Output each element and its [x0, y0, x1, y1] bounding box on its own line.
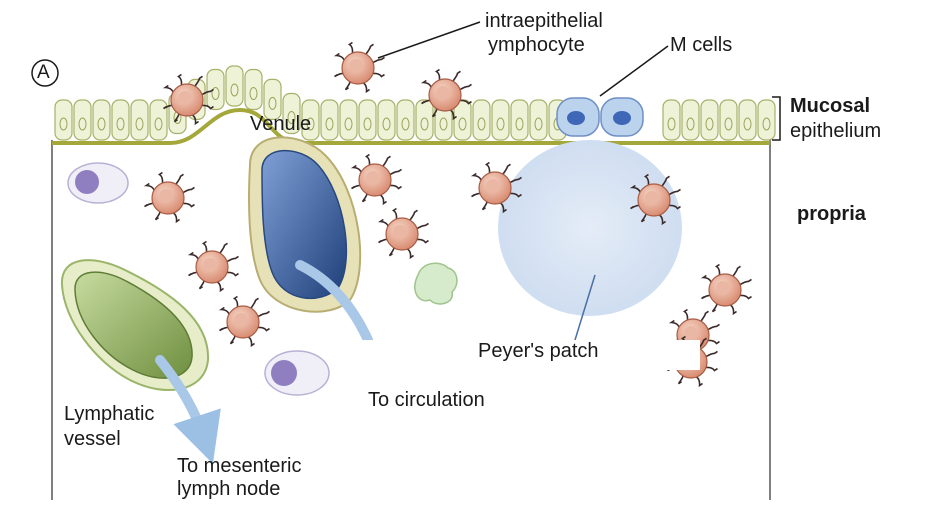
lymphatic-vessel-label-line2: vessel [64, 428, 121, 450]
epithelial-cell [492, 100, 509, 140]
mesenteric-label-line1: To mesenteric [177, 455, 302, 477]
epithelial-cell [112, 100, 129, 140]
green-granulocyte [415, 263, 457, 304]
epithelial-cell [359, 100, 376, 140]
to-circulation-label: To circulation [368, 389, 485, 411]
epithelial-cell [74, 100, 91, 140]
epithelial-cell [663, 100, 680, 140]
macrophage-cell [265, 351, 329, 395]
venule [249, 137, 360, 311]
m-cells-label: M cells [670, 34, 732, 56]
epithelial-cell-layer [55, 66, 775, 140]
epithelial-cell [150, 100, 167, 140]
epithelial-cell [340, 100, 357, 140]
intraepithelial-label-line1: intraepithelial [485, 10, 603, 32]
epithelial-cell [131, 100, 148, 140]
epithelial-cell [226, 66, 243, 106]
lymphatic-vessel [62, 260, 208, 390]
epithelial-cell [682, 100, 699, 140]
epithelial-cell [530, 100, 547, 140]
epithelial-cell [245, 70, 262, 110]
panel-letter: A [37, 62, 50, 84]
mesenteric-label-line2: lymph node [177, 478, 280, 500]
epithelial-cell [758, 100, 775, 140]
epithelial-cell [93, 100, 110, 140]
lymphocyte [220, 297, 270, 346]
peyers-patch-label: Peyer's patch [478, 340, 599, 362]
intraepithelial-label-line2: ymphocyte [488, 34, 585, 56]
epithelial-cell [207, 70, 224, 110]
epithelial-cell [720, 100, 737, 140]
lymphocyte [335, 43, 385, 92]
lymphocyte [352, 155, 402, 204]
epithelial-cell [55, 100, 72, 140]
mucosal-label: Mucosal [790, 95, 870, 117]
macrophage-cell [68, 163, 128, 203]
lymphocyte [702, 265, 752, 314]
m-cells-pointer [600, 46, 668, 96]
epithelium-label: epithelium [790, 120, 881, 142]
epithelial-cell [397, 100, 414, 140]
epithelial-cell [378, 100, 395, 140]
epithelial-cell [739, 100, 756, 140]
venule-label: Venule [250, 113, 311, 135]
epithelial-cell [321, 100, 338, 140]
lymphocyte [379, 209, 429, 258]
epithelial-cell [473, 100, 490, 140]
propria-label: propria [797, 203, 866, 225]
intraepithelial-pointer [378, 22, 480, 58]
epithelial-cell [701, 100, 718, 140]
lymphocyte [189, 242, 239, 291]
epithelial-cell [511, 100, 528, 140]
m-cells [557, 98, 643, 136]
lymphatic-vessel-label-line1: Lymphatic [64, 403, 154, 425]
epithelial-cell [416, 100, 433, 140]
label-mask-peyers [640, 340, 700, 370]
label-mask-circulation [355, 340, 640, 505]
lymphocyte [145, 173, 195, 222]
